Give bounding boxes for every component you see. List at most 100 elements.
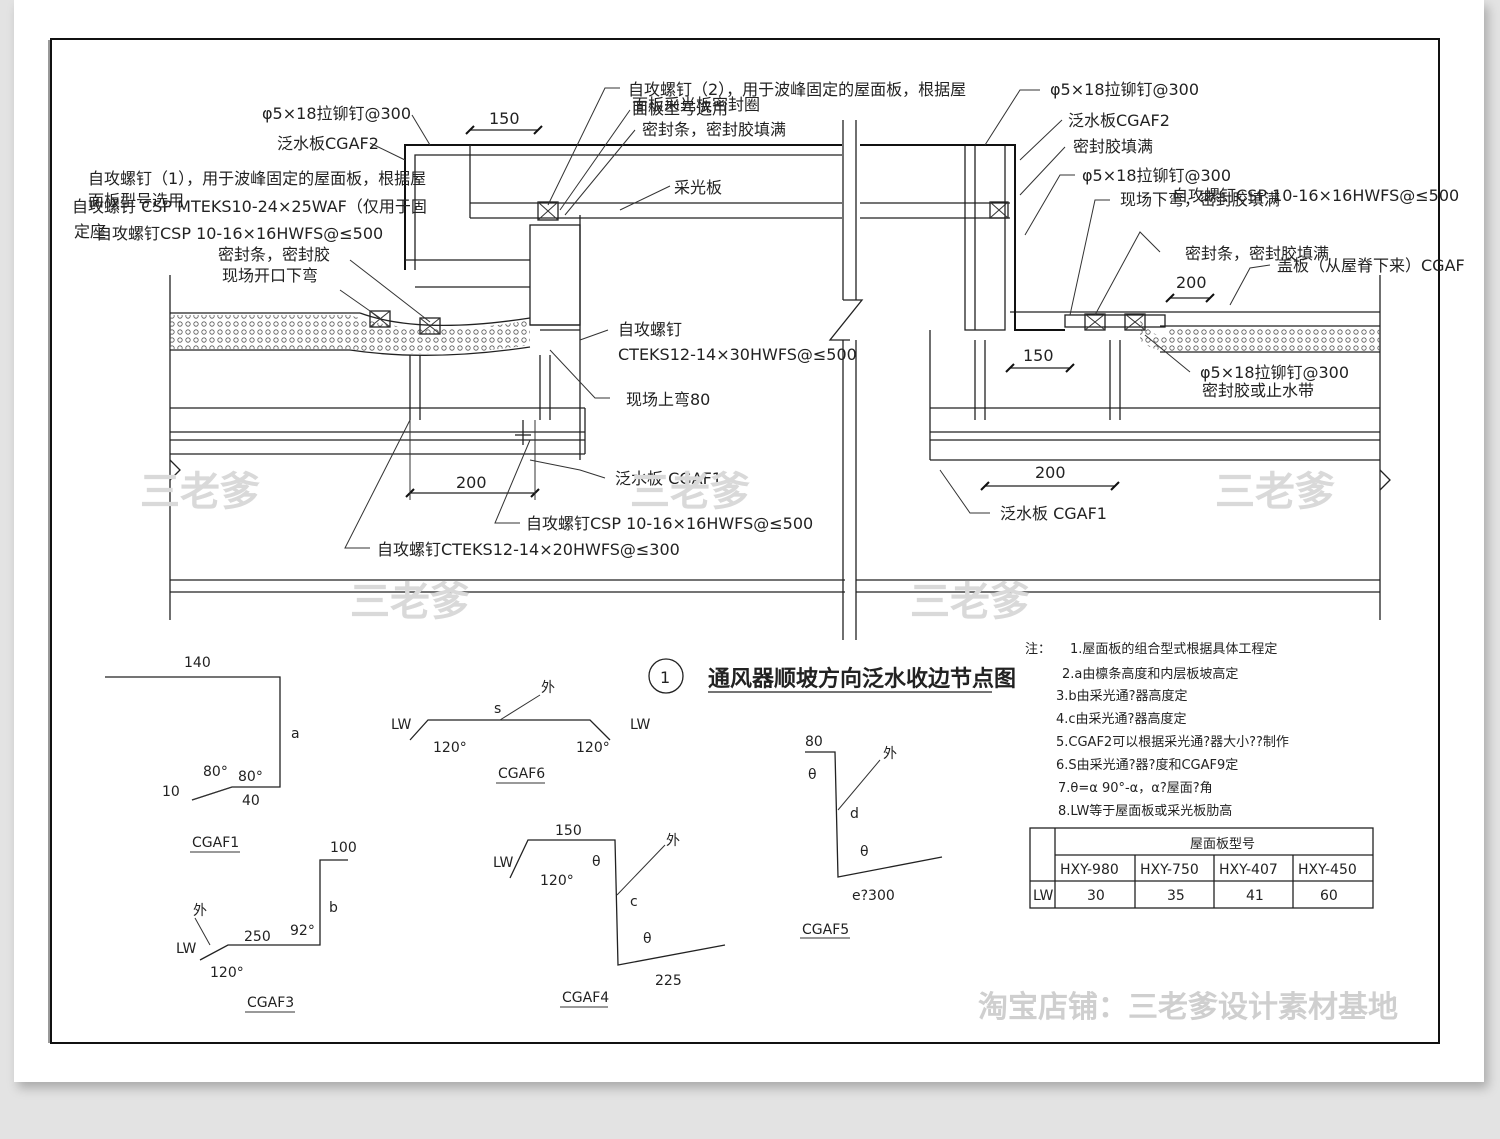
label-seal-full: 密封条，密封胶填满 — [642, 120, 786, 139]
label-screw-mid-spec: CTEKS12-14×30HWFS@≤500 — [618, 345, 857, 364]
note-3: 3.b由采光通?器高度定 — [1056, 688, 1188, 704]
profile-cgaf5: 80 θ θ d 外 e?300 CGAF5 — [800, 734, 943, 939]
cgaf1-name: CGAF1 — [192, 835, 239, 851]
svg-text:LW: LW — [493, 855, 514, 871]
note-6: 6.S由采光通?器?度和CGAF9定 — [1056, 757, 1238, 773]
table-col-1: HXY-980 — [1060, 862, 1119, 878]
svg-text:θ: θ — [808, 767, 817, 783]
svg-text:225: 225 — [655, 973, 682, 989]
title-text: 通风器顺坡方向泛水收边节点图 — [708, 666, 1016, 692]
svg-text:120°: 120° — [433, 740, 467, 756]
label-seal-water: 密封胶或止水带 — [1202, 381, 1314, 400]
svg-text:80°: 80° — [238, 769, 263, 785]
svg-text:三老爹: 三老爹 — [1215, 469, 1335, 515]
label-field-left: 现场开口下弯 — [222, 266, 318, 285]
table-header: 屋面板型号 — [1190, 837, 1255, 852]
svg-text:140: 140 — [184, 655, 211, 671]
label-screw-csp-a: 自攻螺钉CSP 10-16×16HWFS@≤500 — [526, 514, 813, 533]
drawing-sheet: φ5×18拉铆钉@300 泛水板CGAF2 自攻螺钉（1），用于波峰固定的屋面板… — [14, 0, 1484, 1082]
shop-watermark: 淘宝店铺：三老爹设计素材基地 — [978, 990, 1398, 1025]
cgaf5-name: CGAF5 — [802, 922, 849, 938]
label-skylight: 采光板 — [674, 178, 722, 197]
table-col-4: HXY-450 — [1298, 862, 1357, 878]
svg-text:三老爹: 三老爹 — [910, 579, 1030, 625]
label-screw2: 自攻螺钉（2），用于波峰固定的屋面板，根据屋 — [628, 80, 966, 99]
center-break-line — [828, 120, 864, 640]
dim-150-top: 150 — [489, 109, 520, 128]
dim-150-right: 150 — [1023, 346, 1054, 365]
label-cgaf1-b: 泛水板 CGAF1 — [1000, 504, 1107, 523]
label-screw1-d: 定座 — [74, 222, 106, 241]
label-screw-mid: 自攻螺钉 — [618, 320, 682, 339]
svg-text:92°: 92° — [290, 923, 315, 939]
svg-text:外: 外 — [193, 903, 207, 919]
svg-text:三老爹: 三老爹 — [140, 469, 260, 515]
note-8: 8.LW等于屋面板或采光板肋高 — [1058, 803, 1232, 819]
left-roof-assembly — [169, 125, 845, 620]
table-val-4: 60 — [1320, 888, 1338, 904]
label-screw-csp-left: 自攻螺钉CSP 10-16×16HWFS@≤500 — [96, 224, 383, 243]
svg-text:三老爹: 三老爹 — [350, 579, 470, 625]
svg-text:外: 外 — [883, 746, 897, 762]
note-2: 2.a由檩条高度和内层板坡高定 — [1062, 666, 1238, 682]
dim-200-right: 200 — [1035, 463, 1066, 482]
drawing-title: 1 通风器顺坡方向泛水收边节点图 — [648, 658, 1016, 694]
svg-text:a: a — [291, 726, 300, 742]
label-sealant-right: 密封胶填满 — [1073, 137, 1153, 156]
label-cover-right: 盖板（从屋脊下来）CGAF — [1277, 256, 1465, 275]
svg-text:100: 100 — [330, 840, 357, 856]
svg-text:外: 外 — [666, 833, 680, 849]
svg-text:θ: θ — [643, 931, 652, 947]
label-cgaf1-a: 泛水板 CGAF1 — [615, 469, 722, 488]
label-bend80: 现场上弯80 — [626, 390, 710, 409]
svg-text:三老爹: 三老爹 — [630, 469, 750, 515]
note-7: 7.θ=α 90°-α，α?屋面?角 — [1058, 781, 1213, 796]
frame-border — [50, 38, 1440, 1044]
right-roof-assembly — [856, 144, 1391, 620]
svg-text:40: 40 — [242, 793, 260, 809]
svg-text:120°: 120° — [210, 965, 244, 981]
svg-text:250: 250 — [244, 929, 271, 945]
dim-200-right-top: 200 — [1176, 273, 1207, 292]
leader-lines — [339, 87, 1271, 549]
svg-text:θ: θ — [860, 844, 869, 860]
svg-text:150: 150 — [555, 823, 582, 839]
note-4: 4.c由采光通?器高度定 — [1056, 711, 1186, 727]
svg-text:s: s — [494, 701, 501, 717]
title-number: 1 — [660, 668, 670, 687]
label-screw1: 自攻螺钉（1），用于波峰固定的屋面板，根据屋 — [88, 169, 426, 188]
lw-table: 屋面板型号 LW HXY-980 HXY-750 HXY-407 HXY-450… — [1029, 827, 1374, 909]
svg-text:10: 10 — [162, 784, 180, 800]
label-seal-left: 密封条，密封胶 — [218, 245, 330, 264]
profile-cgaf6: LW LW s 外 120° 120° CGAF6 — [391, 680, 651, 784]
svg-text:c: c — [630, 894, 638, 910]
table-val-1: 30 — [1087, 888, 1105, 904]
svg-text:120°: 120° — [540, 873, 574, 889]
note-1: 1.屋面板的组合型式根据具体工程定 — [1070, 641, 1277, 657]
watermarks: 三老爹 三老爹 三老爹 三老爹 三老爹 淘宝店铺：三老爹设计素材基地 — [140, 469, 1398, 1025]
svg-text:LW: LW — [630, 717, 651, 733]
svg-text:80: 80 — [805, 734, 823, 750]
label-screw1-b: 面板型号选用 — [88, 191, 184, 210]
svg-text:LW: LW — [176, 941, 197, 957]
svg-text:θ: θ — [592, 854, 601, 870]
cgaf3-name: CGAF3 — [247, 995, 294, 1011]
notes-block: 注： 1.屋面板的组合型式根据具体工程定 2.a由檩条高度和内层板坡高定 3.b… — [1025, 641, 1289, 819]
label-screw-cteks: 自攻螺钉CTEKS12-14×20HWFS@≤300 — [377, 540, 680, 559]
label-rivet-right: φ5×18拉铆钉@300 — [1050, 80, 1199, 99]
profile-cgaf1: 140 a 80° 80° 10 40 CGAF1 — [105, 655, 300, 853]
label-cgaf2-right: 泛水板CGAF2 — [1068, 111, 1170, 130]
notes-head: 注： — [1025, 642, 1051, 657]
svg-text:e?300: e?300 — [852, 888, 895, 904]
label-screw1-c: 自攻螺钉 CSP MTEKS10-24×25WAF（仅用于固 — [72, 197, 427, 216]
svg-text:b: b — [329, 900, 338, 916]
dim-200-left: 200 — [456, 473, 487, 492]
cad-drawing: φ5×18拉铆钉@300 泛水板CGAF2 自攻螺钉（1），用于波峰固定的屋面板… — [48, 38, 1465, 1044]
svg-text:外: 外 — [541, 680, 555, 696]
table-val-3: 41 — [1246, 888, 1264, 904]
table-val-2: 35 — [1167, 888, 1185, 904]
cgaf6-name: CGAF6 — [498, 766, 545, 782]
callout-labels: φ5×18拉铆钉@300 泛水板CGAF2 自攻螺钉（1），用于波峰固定的屋面板… — [72, 80, 1465, 559]
table-row-label: LW — [1033, 888, 1054, 904]
label-screw-right: 自攻螺钉CSP 10-16×16HWFS@≤500 — [1172, 186, 1459, 205]
